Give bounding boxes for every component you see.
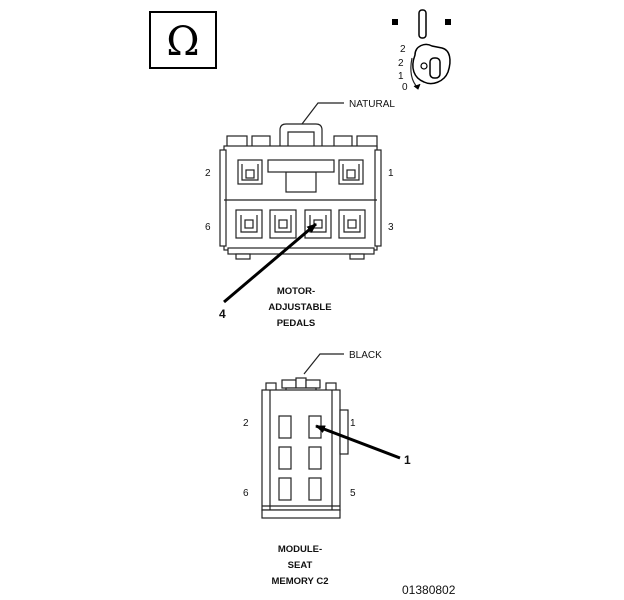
callout-4-label: 4	[219, 307, 226, 321]
pedals-connector-name-line-1: MOTOR-	[277, 286, 315, 297]
seat-connector-color-label: BLACK	[349, 350, 382, 361]
pedals-pin-label-bottom-left: 6	[205, 222, 211, 233]
pedals-cavity-6	[235, 209, 263, 239]
seat-memory-connector: BLACK 2 1 6 5 1 MODULE- SEAT	[243, 350, 411, 587]
pedals-connector-name-line-3: PEDALS	[277, 318, 316, 329]
callout-1-label: 1	[404, 453, 411, 467]
pedals-connector: NATURAL	[205, 99, 395, 329]
pedals-pin-label-top-right: 1	[388, 168, 394, 179]
pedals-cavity-3	[338, 209, 366, 239]
pedals-connector-name-line-2: ADJUSTABLE	[268, 302, 331, 313]
seat-connector-name-line-1: MODULE-	[278, 544, 322, 555]
seat-pin-label-bottom-right: 5	[350, 488, 356, 499]
seat-cavity-6	[278, 477, 292, 501]
seat-connector-name-line-2: SEAT	[288, 560, 313, 571]
ignition-key-icon: 2 2 1 0	[392, 9, 451, 93]
seat-pin-label-bottom-left: 6	[243, 488, 249, 499]
seat-cavity-5	[308, 477, 322, 501]
callout-4-arrow	[223, 222, 317, 304]
pedals-cavity-4	[304, 209, 332, 239]
ohmmeter-symbol: Ω	[149, 11, 217, 69]
seat-pin-label-top-right: 1	[350, 418, 356, 429]
ignition-position-2a: 2	[400, 44, 406, 55]
ignition-position-2b: 2	[398, 58, 404, 69]
pedals-cavity-5	[269, 209, 297, 239]
seat-connector-name-line-3: MEMORY C2	[271, 576, 328, 587]
pedals-cavity-2	[237, 159, 263, 185]
seat-cavity-2	[278, 415, 292, 439]
pedals-connector-color-label: NATURAL	[349, 99, 395, 110]
seat-cavity-3	[308, 446, 322, 470]
pedals-cavity-1	[338, 159, 364, 185]
pedals-pin-label-top-left: 2	[205, 168, 211, 179]
ignition-position-1: 1	[398, 71, 404, 82]
omega-icon: Ω	[166, 19, 199, 65]
callout-1-arrow	[315, 424, 401, 460]
seat-cavity-4	[278, 446, 292, 470]
pedals-pin-label-bottom-right: 3	[388, 222, 394, 233]
figure-id: 01380802	[402, 583, 456, 597]
ignition-position-0: 0	[402, 82, 408, 93]
seat-pin-label-top-left: 2	[243, 418, 249, 429]
